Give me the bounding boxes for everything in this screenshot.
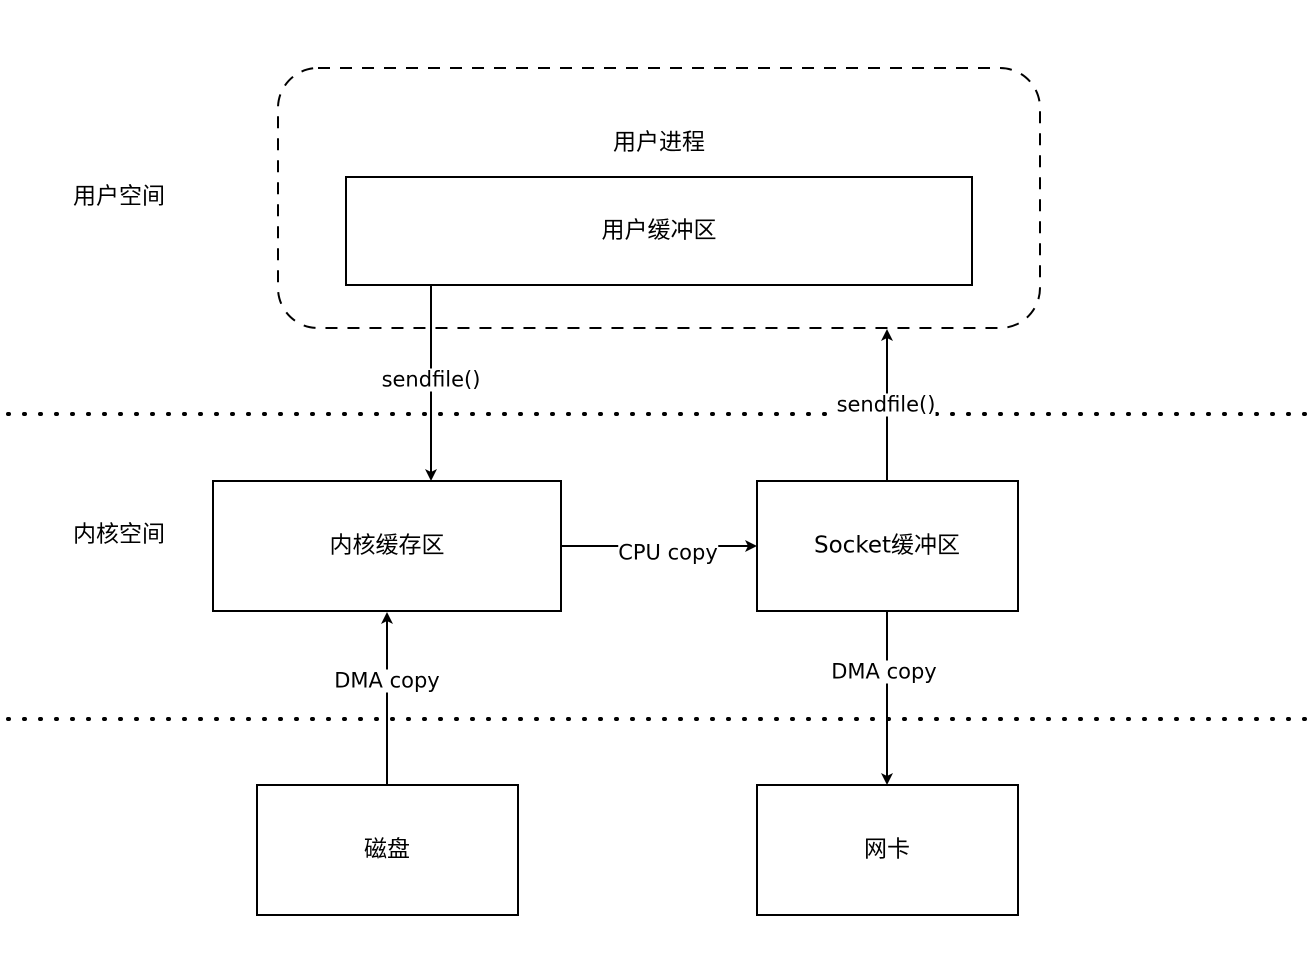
kernel-space-label: 内核空间 [73, 521, 165, 548]
disk-box [256, 784, 519, 916]
edge-label-kernel-to-socket: CPU copy [618, 540, 718, 565]
disk-label: 磁盘 [364, 836, 410, 863]
user-space-label: 用户空间 [73, 183, 165, 210]
socket-buffer-label: Socket缓冲区 [814, 532, 960, 559]
socket-buffer-box [756, 480, 1019, 612]
user-buffer-label: 用户缓冲区 [601, 217, 717, 244]
user-buffer-box [345, 176, 973, 286]
user-process-label: 用户进程 [613, 129, 705, 156]
edge-label-disk-to-kernel: DMA copy [334, 668, 440, 693]
edge-label-user-to-kernel: sendfile() [381, 367, 481, 392]
kernel-buffer-label: 内核缓存区 [329, 532, 445, 559]
edge-label-socket-to-nic: DMA copy [831, 659, 937, 684]
kernel-buffer-box [212, 480, 562, 612]
user-process-container [277, 67, 1041, 329]
edge-label-socket-to-user: sendfile() [836, 392, 936, 417]
nic-box [756, 784, 1019, 916]
nic-label: 网卡 [864, 836, 910, 863]
